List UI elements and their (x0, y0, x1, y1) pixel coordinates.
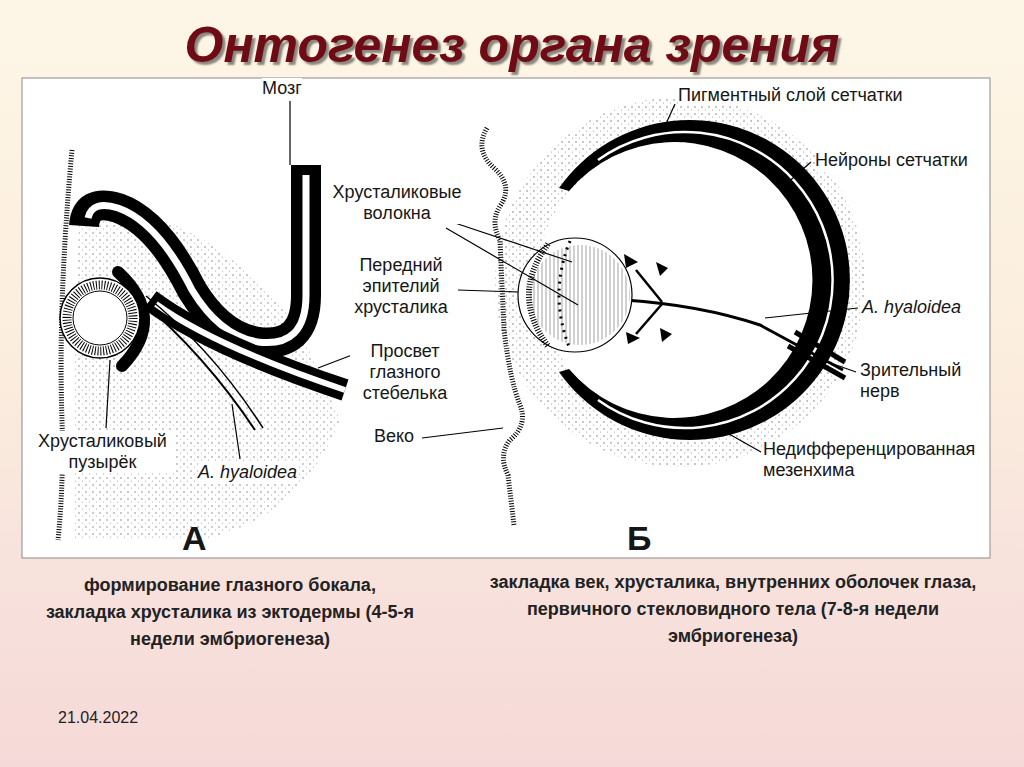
leader-line (106, 360, 110, 428)
mesenchyme-cell (626, 332, 640, 344)
mesenchyme-stipple (495, 97, 865, 467)
lens-vesicle-cavity (73, 291, 127, 345)
vessel-label: A. hyaloidea (198, 462, 297, 483)
optic-stalk-lumen (156, 304, 345, 390)
figure-panel (22, 78, 990, 558)
leader-line (289, 101, 290, 165)
optic-nerve (788, 346, 845, 378)
eyelid-ectoderm (482, 128, 523, 525)
hyaloid-artery (140, 300, 255, 430)
part-label: Мозг (262, 78, 302, 99)
leader-line (822, 360, 856, 372)
drawing-a (58, 150, 345, 540)
part-label: Веко (374, 426, 414, 447)
panel-caption: закладка век, хрусталика, внутренних обо… (480, 569, 986, 650)
part-label: Недифференцированная мезенхима (763, 439, 985, 481)
leader-line (458, 290, 518, 292)
slide-title: Онтогенез органа зрения (0, 14, 1024, 76)
leader-line (232, 404, 240, 459)
leader-line (785, 162, 811, 185)
lens-vesicle (60, 278, 140, 358)
hyaloid-artery (146, 296, 263, 428)
leader-line (422, 428, 503, 438)
anterior-epithelium (529, 244, 548, 346)
slide-date: 21.04.2022 (58, 708, 138, 728)
leader-line (665, 104, 675, 126)
vessel-label: A. hyaloidea (862, 297, 961, 318)
part-label: Хрусталиковый пузырёк (30, 431, 175, 473)
mesenchyme-cell (624, 254, 638, 268)
part-label: Просвет глазного стебелька (350, 341, 460, 404)
panel-letter: А (182, 519, 207, 557)
retina-layer-gap (598, 132, 833, 428)
part-label: Нейроны сетчатки (815, 150, 968, 171)
hyaloid-artery (625, 300, 843, 370)
hyaloid-branch (636, 270, 662, 302)
lens-fibers (530, 245, 630, 345)
panel-caption: формирование глазного бокала, закладка х… (44, 572, 416, 653)
part-label: Зрительный нерв (860, 360, 985, 402)
optic-stalk (150, 300, 345, 390)
part-label: Передний эпителий хрусталика (346, 255, 456, 318)
mesenchyme-cell (660, 328, 672, 342)
part-label: Пигментный слой сетчатки (678, 85, 903, 106)
leader-line (722, 430, 761, 452)
lens-vesicle-wall (67, 285, 133, 351)
leader-line (765, 308, 858, 318)
hyaloid-branch (636, 304, 662, 334)
mesenchyme-cell (656, 262, 668, 276)
part-label: Хрусталиковые волокна (327, 182, 467, 224)
leader-line (446, 228, 578, 305)
lens (518, 238, 632, 352)
leader-lines (106, 101, 858, 459)
panel-letter: Б (627, 519, 651, 557)
leader-line (318, 355, 352, 368)
